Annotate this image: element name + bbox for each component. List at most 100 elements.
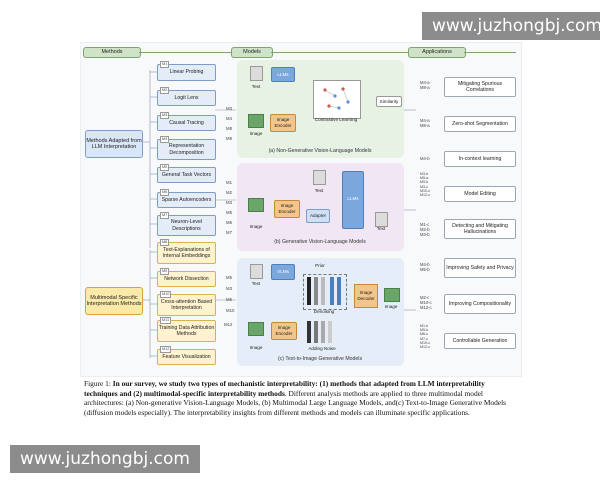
panel-c-denoising-label: Denoising (313, 309, 335, 314)
panel-c-prior-label: Prior (315, 263, 325, 268)
panel-a-contrastive-plot (313, 80, 361, 119)
app-controllable-generation: Controllable Generation (444, 333, 516, 349)
panel-b-image-encoder-box: Image Encoder (274, 200, 300, 218)
panel-a-similarity-box: Similarity (376, 96, 402, 107)
app-label: Detecting and Mitigating Hallucinations (452, 222, 508, 236)
panel-b-text-doc-icon (313, 170, 326, 185)
app-method-tags: M3-b M5-a M9-b M3-c M10-c M12-c (420, 172, 430, 198)
panel-a-similarity-label: Similarity (379, 99, 399, 104)
method-sparse-autoencoders: Sparse Autoencoders (157, 192, 216, 208)
panel-c-output-image-icon (384, 288, 400, 302)
panel-c-tag: M10 (226, 308, 235, 313)
panel-b-title: (b) Generative Vision-Language Models (274, 239, 366, 245)
app-detecting-mitigating-hallucinations: Detecting and Mitigating Hallucinations (444, 219, 516, 239)
panel-a-contrastive-points (323, 87, 350, 110)
app-label: Model Editing (464, 190, 496, 197)
panel-c-text-label: Text (251, 281, 261, 286)
panel-b-image-label: Image (249, 224, 263, 229)
panel-c-tag: M5 (226, 275, 232, 280)
panel-b-adapter-box: Adapter (306, 209, 330, 223)
panel-a-tag: M9 (226, 136, 232, 141)
caption-bold: In our survey, we study two types of mec… (84, 379, 485, 398)
method-feature-visualization: Feature Visualization (157, 349, 216, 365)
panel-a-image-label: Image (249, 131, 263, 136)
panel-c-text-doc-icon (250, 264, 263, 279)
panel-a-landscape-icon (248, 114, 264, 128)
method-label: Sparse Autoencoders (161, 196, 212, 203)
panel-c-tag: M6 (226, 297, 232, 302)
app-label: Zero-shot Segmentation (452, 120, 508, 127)
panel-b-llms-box: LLMs (342, 171, 364, 229)
panel-a-contrastive-label: Contrastive Learning (314, 117, 358, 122)
method-id-tag: M3 (160, 112, 170, 119)
panel-b-image-encoder-label: Image Encoder (278, 203, 296, 214)
panel-a-text-doc-icon (250, 66, 263, 81)
panel-c-latent-bars (307, 277, 341, 305)
method-causal-tracing: Causal Tracing (157, 115, 216, 131)
panel-a-tag: M4 (226, 116, 232, 121)
panel-b-tag: M6 (226, 220, 232, 225)
panel-b-llms-label: LLMs (347, 196, 359, 201)
panel-a-llms-box: LLMs (271, 67, 295, 82)
panel-b-adapter-label: Adapter (309, 213, 327, 218)
panel-c-image-encoder-label: Image Encoder (275, 325, 293, 336)
method-neuron-level-descriptions: Neuron-Level Descriptions (157, 215, 216, 236)
panel-c-tag: M3 (226, 286, 232, 291)
method-id-tag: M7 (160, 212, 170, 219)
panel-b-tag: M3 (226, 200, 232, 205)
figure-caption: Figure 1: In our survey, we study two ty… (84, 379, 516, 417)
panel-c-noise-bars (307, 321, 332, 343)
method-id-tag: M8 (160, 239, 170, 246)
panel-text-to-image (237, 258, 404, 366)
panel-a-llms-label: LLMs (277, 72, 289, 77)
panel-a-image-encoder-label: Image Encoder (274, 117, 292, 128)
panel-b-output-text-label: Text (376, 226, 386, 231)
method-label: Training Data Attribution Methods (158, 324, 215, 338)
method-id-tag: M6 (160, 189, 170, 196)
panel-c-title: (c) Text-to-Image Generative Models (277, 356, 363, 362)
header-models: Models (231, 47, 273, 58)
method-general-task-vectors: General Task Vectors (157, 167, 216, 183)
method-id-tag: M12 (160, 346, 172, 353)
header-applications: Applications (408, 47, 466, 58)
method-id-tag: M1 (160, 61, 170, 68)
panel-c-image-decoder-label: Image Decoder (357, 290, 375, 301)
app-mitigating-spurious-correlations: Mitigating Spurious Correlations (444, 77, 516, 97)
header-line-models (271, 52, 408, 53)
header-methods: Methods (83, 47, 141, 58)
method-label: Linear Probing (169, 69, 204, 76)
method-text-explanations: Text-Explanations of Internal Embeddings (157, 242, 216, 264)
app-method-tags: M1-c M2-b M3-b (420, 222, 430, 237)
method-logit-lens: Logit Lens (157, 90, 216, 106)
panel-c-denoising-stack (303, 274, 347, 310)
panel-c-image-label: Image (249, 345, 263, 350)
header-line-applications (464, 52, 516, 53)
method-label: General Task Vectors (161, 171, 212, 178)
panel-b-tag: M2 (226, 190, 232, 195)
caption-rest: . Different analysis methods are applied… (84, 388, 507, 417)
method-id-tag: M4 (160, 136, 170, 143)
panel-b-tag: M5 (226, 210, 232, 215)
panel-b-output-doc-icon (375, 212, 388, 227)
category-llm-adapted: Methods Adapted from LLM Interpretation (85, 130, 143, 158)
caption-prefix: Figure 1: (84, 379, 113, 388)
method-id-tag: M11 (160, 317, 172, 324)
panel-a-text-label: Text (251, 84, 261, 89)
app-label: Controllable Generation (452, 337, 508, 344)
panel-c-image-decoder-box: Image Decoder (354, 284, 378, 308)
method-label: Text-Explanations of Internal Embeddings (162, 246, 211, 260)
app-label: Improving Compositionality (448, 300, 512, 307)
app-label: Improving Safety and Privacy (446, 264, 514, 271)
panel-c-image-encoder-box: Image Encoder (271, 322, 297, 340)
app-improving-compositionality: Improving Compositionality (444, 294, 516, 314)
method-cross-attention: Cross-attention Based Interpretation (157, 294, 216, 316)
app-label: Mitigating Spurious Correlations (457, 80, 503, 94)
panel-a-tag: M3 (226, 106, 232, 111)
category-multimodal-specific: Multimodal Specific Interpretation Metho… (85, 287, 143, 315)
method-network-dissection: Network Dissection (157, 271, 216, 287)
method-label: Logit Lens (174, 94, 199, 101)
method-label: Neuron-Level Descriptions (170, 219, 203, 232)
panel-c-tag: M12 (224, 322, 233, 327)
method-linear-probing: Linear Probing (157, 64, 216, 81)
